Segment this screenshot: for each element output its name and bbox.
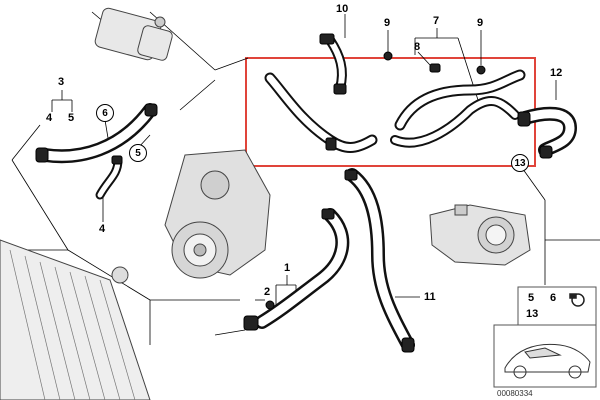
thermostat-housing [94,7,173,61]
callout-8: 8 [414,41,421,53]
water-pump [164,149,271,279]
callout-9-right: 9 [477,17,484,29]
callout-1: 1 [284,262,291,274]
heater-hoses [264,35,526,153]
part-number: 00080334 [497,389,533,398]
callout-13: 13 [511,154,529,172]
highlight-frame [245,57,536,167]
callout-4-upper: 4 [46,112,53,124]
callout-3: 3 [58,76,65,88]
hose-1 [255,208,350,329]
callout-4-lower: 4 [99,223,106,235]
hose-11 [345,168,415,352]
thermostat-13 [429,204,531,266]
radiator [0,239,151,400]
inset-label-13: 13 [526,308,539,320]
callout-5-circled: 5 [129,144,147,162]
inset-label-5: 5 [528,292,535,304]
inset-label-6: 6 [550,292,557,304]
inset-car-icon [504,343,591,379]
inset-clamp-box [517,286,597,326]
callout-5-upper: 5 [68,112,75,124]
callout-9-left: 9 [384,17,391,29]
callout-6: 6 [96,104,114,122]
callout-11: 11 [424,291,436,303]
callout-12: 12 [550,67,563,79]
inset-clamp-icon [569,293,585,307]
hose-12 [518,106,578,157]
leader-lines [11,11,600,345]
callout-10: 10 [336,3,349,15]
callout-2: 2 [264,286,271,298]
clamps [35,33,553,353]
callout-7: 7 [433,15,440,27]
